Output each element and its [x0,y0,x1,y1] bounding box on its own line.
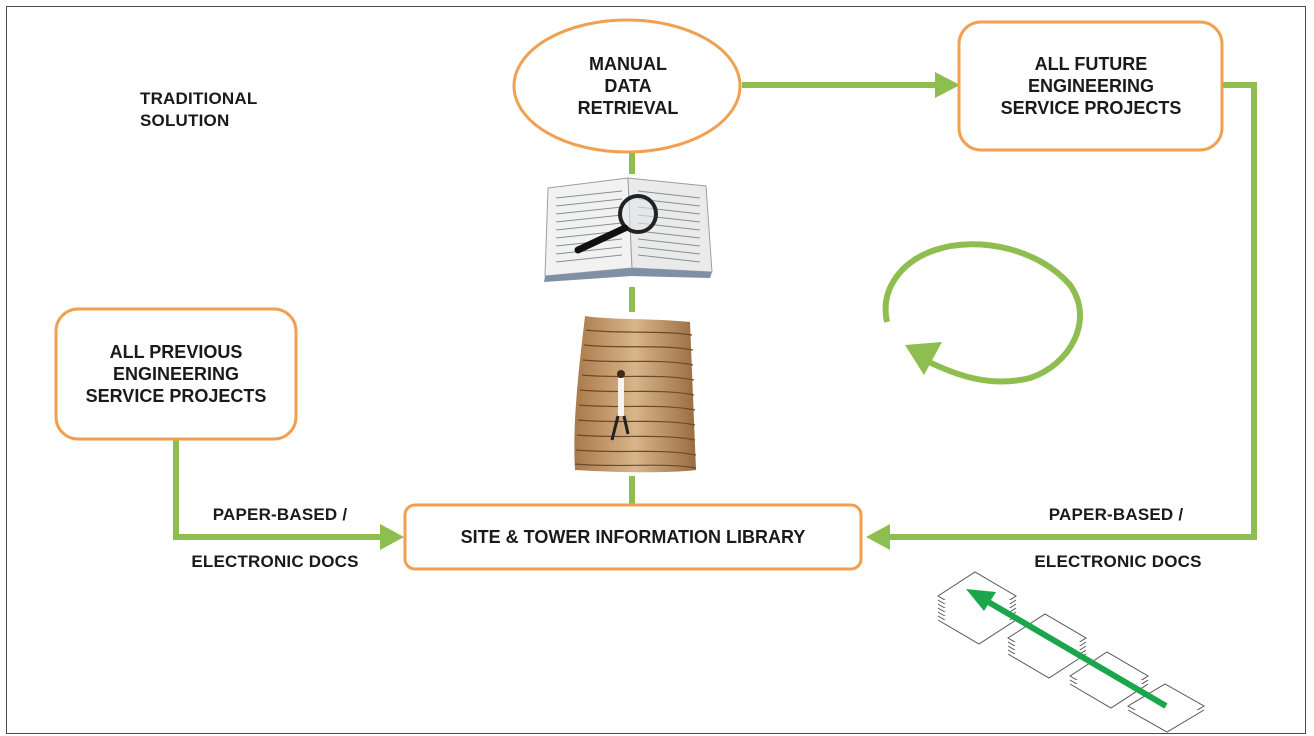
left-edge-label-bottom: ELECTRONIC DOCS [191,552,359,571]
arrowhead-future [935,72,960,98]
previous-projects-node [54,307,298,441]
previous-projects-label: ALL PREVIOUS ENGINEERING SERVICE PROJECT… [85,342,267,406]
left-edge-label-top: PAPER-BASED / [212,505,348,524]
document-stacks-icon [937,571,1205,733]
manual-retrieval-node [512,18,742,154]
book-with-magnifying-glass-icon [544,177,713,282]
library-node [403,503,863,571]
right-edge-label-top: PAPER-BASED / [1048,505,1184,524]
future-projects-node [957,20,1224,152]
connectors [173,72,1257,550]
circular-cycle-arrow-icon [882,241,1083,385]
diagram-frame [6,6,1306,734]
future-projects-label: ALL FUTURE ENGINEERING SERVICE PROJECTS [1000,54,1182,118]
arrowhead-library-left [380,524,404,550]
connector-future-to-library [890,82,1257,540]
paper-pile-climber-icon [574,316,697,473]
library-label: SITE & TOWER INFORMATION LIBRARY [460,527,806,547]
connector-previous-to-library [173,438,380,540]
arrowhead-library-right [866,524,890,550]
manual-retrieval-label: MANUAL DATA RETRIEVAL [577,54,679,118]
right-edge-label-bottom: ELECTRONIC DOCS [1034,552,1202,571]
traditional-solution-label: TRADITIONAL SOLUTION [140,89,258,130]
